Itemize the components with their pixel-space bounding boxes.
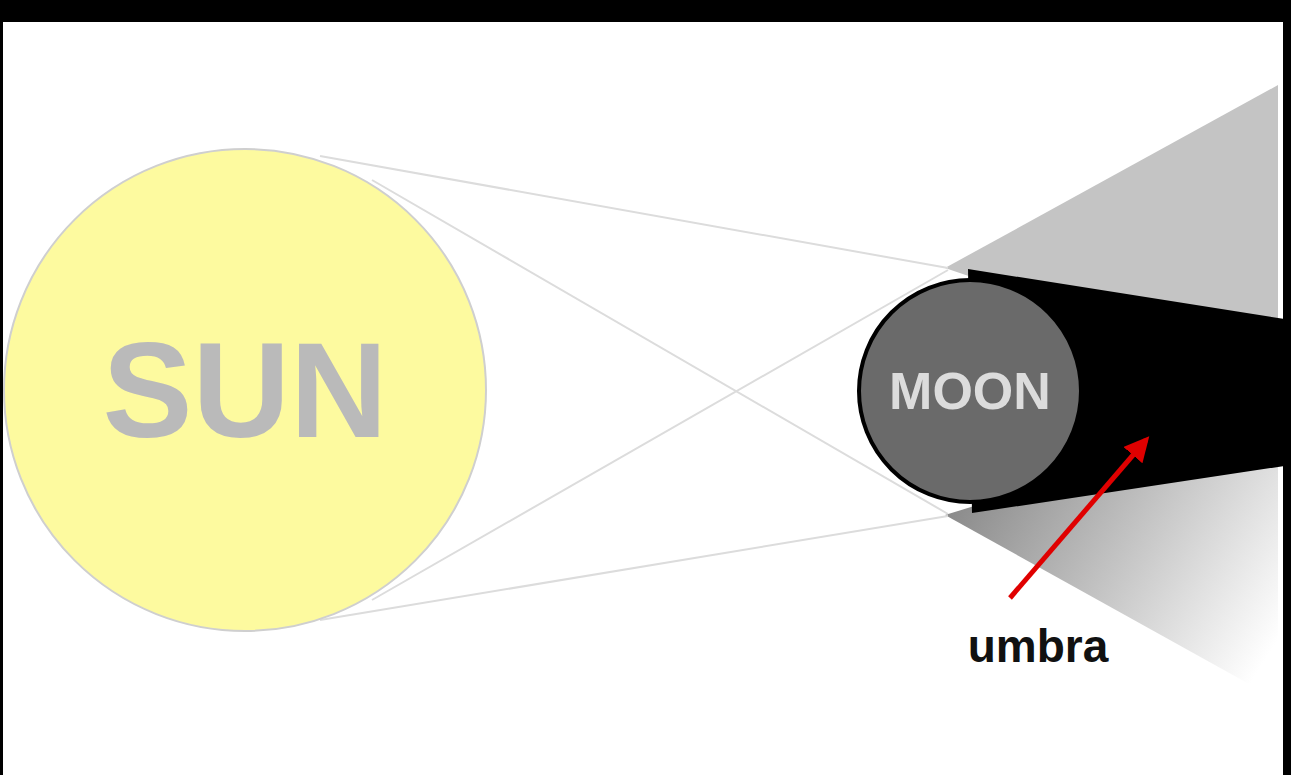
sun-circle-fill <box>4 149 486 631</box>
sun-circle: SUN <box>3 148 487 632</box>
frame-top <box>0 0 1291 22</box>
body-name: MOON <box>889 365 1051 417</box>
frame-left <box>0 0 3 775</box>
moon-circle: MOON <box>857 278 1083 504</box>
frame-right <box>1283 0 1291 775</box>
moon-circle-fill <box>859 280 1081 502</box>
shadow-label: umbra <box>968 623 1109 669</box>
body-name: SUN <box>102 323 387 458</box>
